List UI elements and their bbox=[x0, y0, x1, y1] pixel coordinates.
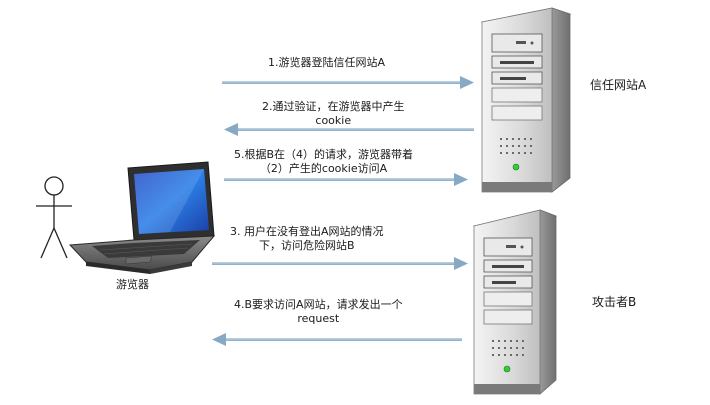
step-3-line-1: 3. 用户在没有登出A网站的情况 bbox=[230, 225, 384, 238]
arrow-step-5 bbox=[224, 173, 468, 186]
server-a-icon bbox=[480, 7, 572, 193]
step-3-label: 3. 用户在没有登出A网站的情况 下，访问危险网站B bbox=[230, 225, 384, 253]
step-4-line-1: 4.B要求访问A网站，请求发出一个 bbox=[234, 298, 403, 311]
browser-label: 游览器 bbox=[116, 278, 149, 291]
arrow-step-4 bbox=[212, 333, 462, 346]
step-2-line-2: cookie bbox=[315, 114, 352, 127]
step-1-label: 1.游览器登陆信任网站A bbox=[268, 56, 385, 70]
step-4-label: 4.B要求访问A网站，请求发出一个 request bbox=[234, 298, 403, 326]
step-5-line-2: （2）产生的cookie访问A bbox=[259, 162, 388, 175]
arrow-step-2 bbox=[224, 123, 474, 136]
step-3-line-2: 下，访问危险网站B bbox=[258, 239, 355, 252]
step-2-label: 2.通过验证，在游览器中产生 cookie bbox=[262, 100, 405, 128]
step-4-line-2: request bbox=[297, 312, 340, 325]
step-5-label: 5.根据B在（4）的请求，游览器带着 （2）产生的cookie访问A bbox=[234, 148, 413, 176]
arrow-step-1 bbox=[222, 76, 474, 89]
step-1-line-1: 1.游览器登陆信任网站A bbox=[268, 56, 386, 69]
attacker-label: 攻击者B bbox=[592, 295, 637, 309]
trusted-site-label: 信任网站A bbox=[590, 78, 647, 92]
laptop-icon bbox=[68, 161, 216, 274]
step-2-line-1: 2.通过验证，在游览器中产生 bbox=[262, 100, 405, 113]
step-5-line-1: 5.根据B在（4）的请求，游览器带着 bbox=[234, 148, 414, 161]
user-figure-icon bbox=[36, 176, 72, 259]
server-b-icon bbox=[472, 209, 558, 395]
arrow-step-3 bbox=[212, 257, 468, 270]
